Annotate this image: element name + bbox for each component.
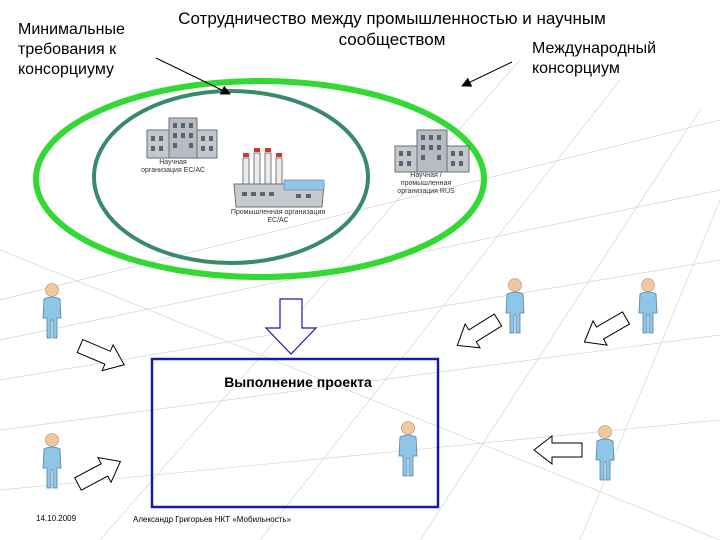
down-arrow-to-project	[264, 298, 318, 355]
participant-person-icon	[505, 278, 525, 334]
minimal-requirements-note: Минимальные требования к консорциуму	[18, 21, 125, 78]
diagram-title: Сотрудничество между промышленностью и н…	[178, 9, 606, 50]
hollow-arrow	[74, 332, 131, 379]
minimal-consortium-ring	[92, 89, 370, 265]
participant-person-icon	[638, 278, 658, 334]
participant-person-icon	[42, 283, 62, 339]
science-ec-building-icon	[146, 117, 218, 159]
footer-date: 14.10.2009	[36, 514, 77, 523]
left-note-pointer	[155, 57, 231, 95]
hollow-arrow	[576, 305, 634, 355]
footer-author: Александр Григорьев НКТ «Мобильность»	[133, 515, 292, 524]
international-consortium-ring	[33, 78, 487, 280]
hollow-arrow	[70, 448, 128, 497]
science-rus-label: Научная / промышленная организация RUS	[397, 172, 455, 195]
industry-label: Промышленная организация ЕС/АС	[230, 209, 326, 224]
hollow-arrow	[449, 307, 506, 358]
industry-plant-icon	[233, 148, 325, 208]
international-consortium-note: Международный консорциум	[532, 40, 657, 77]
project-execution-label: Выполнение проекта	[224, 374, 372, 390]
hollow-arrow	[533, 435, 583, 465]
science-ec-label: Научная организация ЕС/АС	[141, 159, 205, 174]
participant-person-icon	[595, 425, 615, 481]
participant-person-icon	[398, 421, 418, 477]
science-rus-building-icon	[394, 129, 470, 173]
right-note-pointer	[461, 61, 513, 87]
project-execution-box	[150, 357, 440, 509]
participant-person-icon	[42, 433, 62, 489]
